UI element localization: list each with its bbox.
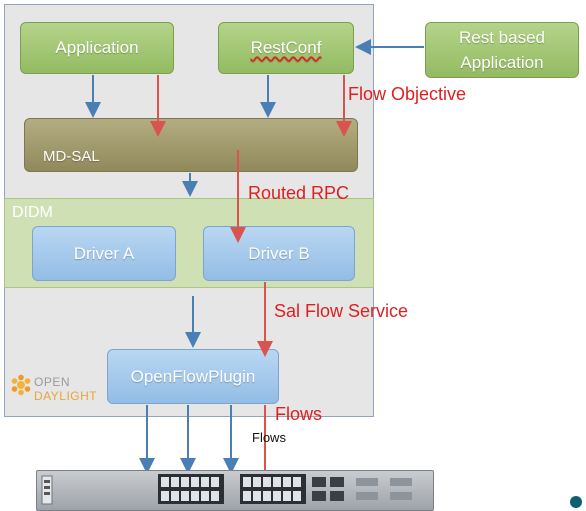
md-sal-label: MD-SAL (43, 148, 100, 165)
driver-a-label: Driver A (73, 243, 135, 263)
driver-a-box[interactable]: Driver A (32, 226, 176, 281)
didm-label: DIDM (12, 204, 53, 221)
application-box[interactable]: Application (20, 22, 174, 74)
uplink-ports (312, 477, 344, 501)
restconf-label: RestConf (250, 38, 322, 57)
routed-rpc-label: Routed RPC (248, 183, 350, 203)
flow-objective-label: Flow Objective (348, 84, 467, 104)
sal-flow-service-label: Sal Flow Service (274, 301, 409, 321)
opendaylight-logo-icon (11, 374, 31, 396)
driver-b-label: Driver B (248, 243, 310, 263)
logo-text-daylight: DAYLIGHT (34, 389, 98, 403)
md-sal-box[interactable]: MD-SAL (24, 118, 358, 172)
status-dot (570, 496, 582, 508)
openflowplugin-box[interactable]: OpenFlowPlugin (107, 349, 279, 404)
flows-red-label: Flows (275, 404, 323, 424)
flows-small-label: Flows (252, 430, 286, 445)
restconf-box[interactable]: RestConf (218, 22, 354, 74)
network-switch (36, 470, 434, 511)
logo-text-open: OPEN (34, 375, 71, 389)
rest-based-application-box[interactable]: Rest based Application (425, 22, 579, 78)
rest-based-application-label: Rest based Application (459, 28, 545, 72)
application-label: Application (55, 38, 139, 57)
driver-b-box[interactable]: Driver B (203, 226, 355, 281)
openflowplugin-label: OpenFlowPlugin (130, 366, 256, 386)
switch-console-panel (41, 475, 53, 505)
